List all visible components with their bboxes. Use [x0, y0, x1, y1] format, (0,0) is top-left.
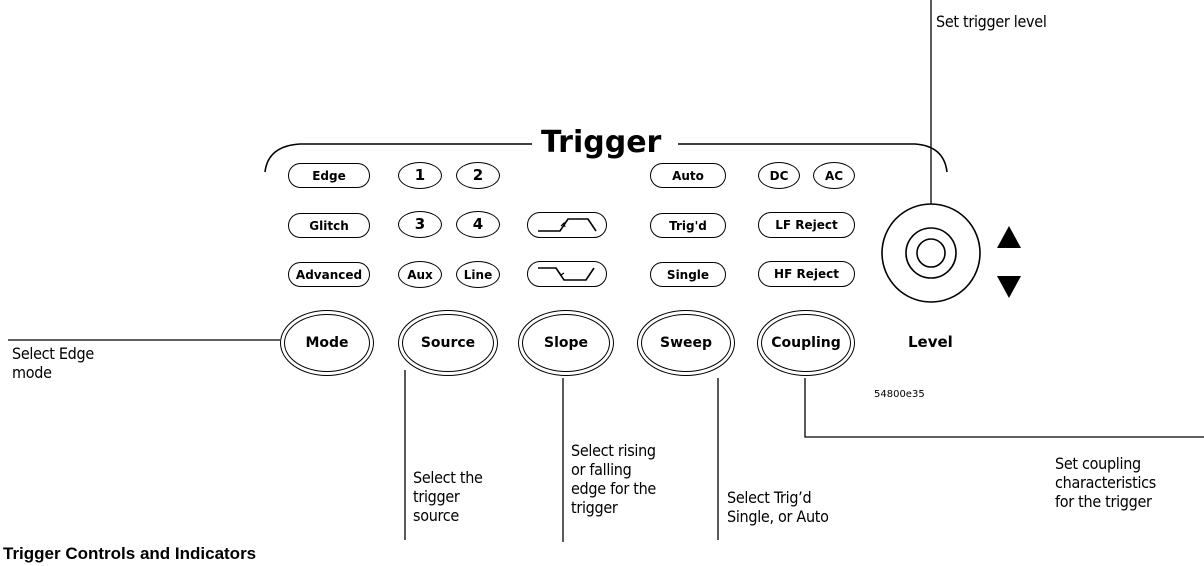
indicator-source-3: 3: [398, 211, 442, 238]
coupling-button[interactable]: Coupling: [757, 310, 855, 376]
down-arrow-icon: [997, 276, 1021, 298]
coupling-callout: Set coupling characteristics for the tri…: [1055, 454, 1156, 511]
sweep-callout: Select Trig’d Single, or Auto: [727, 488, 829, 526]
coupling-callout-line: [804, 378, 1204, 438]
indicator-lf-reject: LF Reject: [758, 212, 855, 238]
indicator-aux: Aux: [398, 261, 442, 288]
slope-callout: Select rising or falling edge for the tr…: [571, 441, 656, 517]
source-callout: Select the trigger source: [413, 468, 483, 525]
indicator-falling-edge: [527, 261, 607, 287]
indicator-dc: DC: [758, 162, 800, 189]
indicator-auto: Auto: [650, 163, 726, 188]
up-arrow-icon: [997, 226, 1021, 248]
indicator-hf-reject: HF Reject: [758, 261, 855, 287]
level-callout: Set trigger level: [936, 12, 1047, 31]
mode-callout: Select Edge mode: [12, 344, 94, 382]
panel-title: Trigger: [537, 128, 666, 158]
sweep-button[interactable]: Sweep: [637, 310, 735, 376]
mode-button[interactable]: Mode: [280, 310, 374, 376]
indicator-glitch: Glitch: [288, 213, 370, 238]
indicator-source-1: 1: [398, 162, 442, 189]
indicator-advanced: Advanced: [288, 262, 370, 287]
figure-caption: Trigger Controls and Indicators: [3, 544, 257, 563]
indicator-ac: AC: [813, 162, 855, 189]
figure-code: 54800e35: [874, 389, 925, 400]
indicator-single: Single: [650, 262, 726, 287]
indicator-source-4: 4: [456, 211, 500, 238]
source-button[interactable]: Source: [398, 310, 498, 376]
indicator-rising-edge: [527, 212, 607, 238]
panel-frame-right: [678, 143, 948, 173]
knob-icon: [881, 203, 981, 303]
falling-edge-icon: [538, 267, 595, 281]
indicator-edge: Edge: [288, 163, 370, 188]
slope-button[interactable]: Slope: [518, 310, 614, 376]
indicator-source-2: 2: [456, 162, 500, 189]
indicator-line: Line: [456, 261, 500, 288]
level-knob[interactable]: [880, 202, 982, 304]
rising-edge-icon: [538, 218, 597, 232]
level-label: Level: [908, 333, 953, 351]
indicator-trigd: Trig'd: [650, 213, 726, 238]
panel-frame-left: [264, 143, 532, 173]
